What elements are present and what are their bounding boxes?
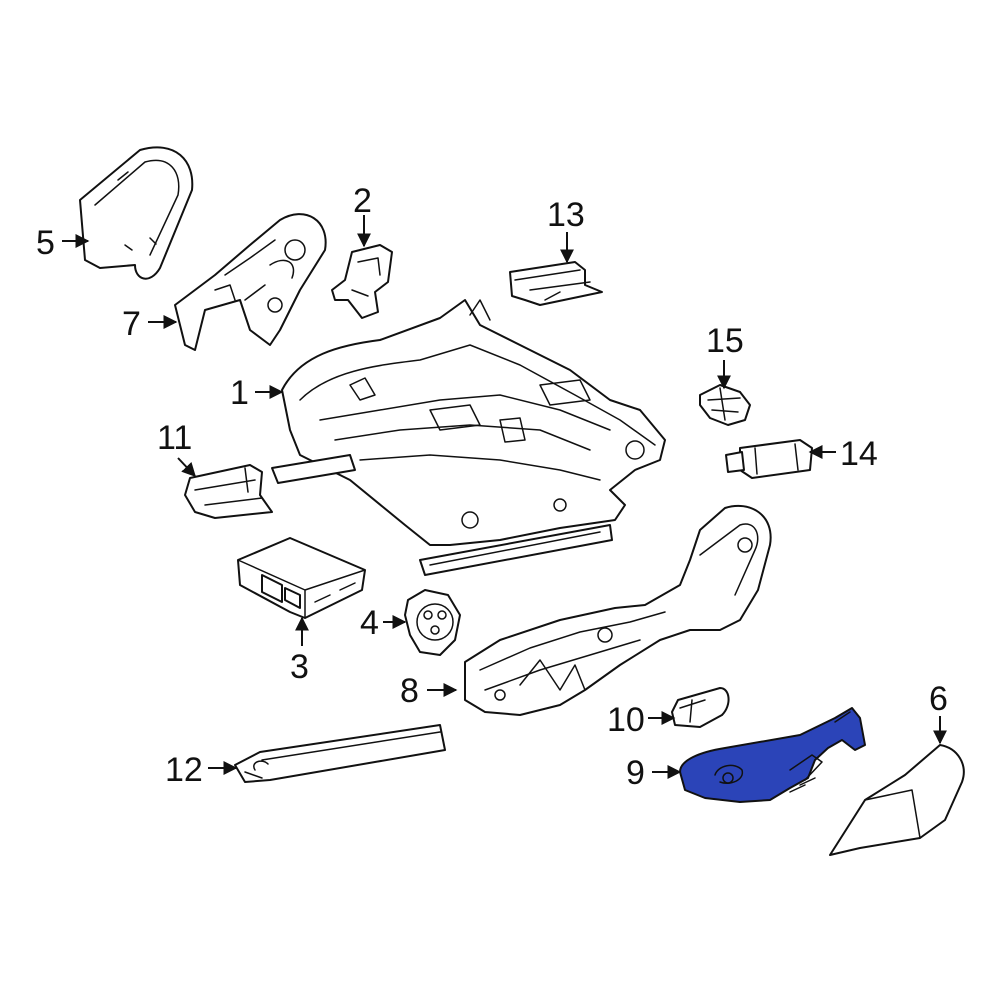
callout-4: 4: [360, 604, 379, 642]
callout-11: 11: [157, 419, 192, 457]
part-12-trim-strip[interactable]: [234, 724, 446, 783]
part-15-switch[interactable]: [699, 384, 751, 426]
part-7-hinge-panel[interactable]: [174, 213, 327, 351]
callout-7: 7: [122, 305, 141, 343]
callout-3: 3: [290, 648, 309, 686]
part-2-adjuster-bracket[interactable]: [331, 244, 393, 319]
callout-8: 8: [400, 672, 419, 710]
arrow-11: [177, 457, 196, 478]
part-14-motor[interactable]: [725, 439, 813, 479]
callout-arrows: [62, 215, 947, 779]
callout-2: 2: [353, 182, 372, 220]
part-8-side-housing[interactable]: [464, 504, 772, 716]
callout-13: 13: [547, 196, 585, 234]
callout-14: 14: [840, 435, 878, 473]
part-1-seat-frame[interactable]: [271, 299, 666, 576]
callout-1: 1: [230, 374, 249, 412]
part-10-cover-cap[interactable]: [671, 687, 730, 728]
part-4-adjuster-knob[interactable]: [404, 589, 461, 656]
callout-15: 15: [706, 322, 744, 360]
part-3-control-module[interactable]: [237, 537, 366, 619]
callout-5: 5: [36, 224, 55, 262]
part-11-guide-plate[interactable]: [184, 464, 273, 519]
callout-10: 10: [607, 701, 645, 739]
callout-6: 6: [929, 680, 948, 718]
callout-9: 9: [626, 754, 645, 792]
callout-labels: 1 2 3 4 5 6 7 8 9 10 11 12 13 14 15: [36, 182, 948, 792]
part-6-outer-trim[interactable]: [829, 744, 965, 856]
callout-12: 12: [165, 751, 203, 789]
part-13-track-cover[interactable]: [509, 261, 603, 306]
part-5-side-cover[interactable]: [79, 146, 194, 280]
part-9-side-trim-panel[interactable]: [679, 707, 866, 803]
